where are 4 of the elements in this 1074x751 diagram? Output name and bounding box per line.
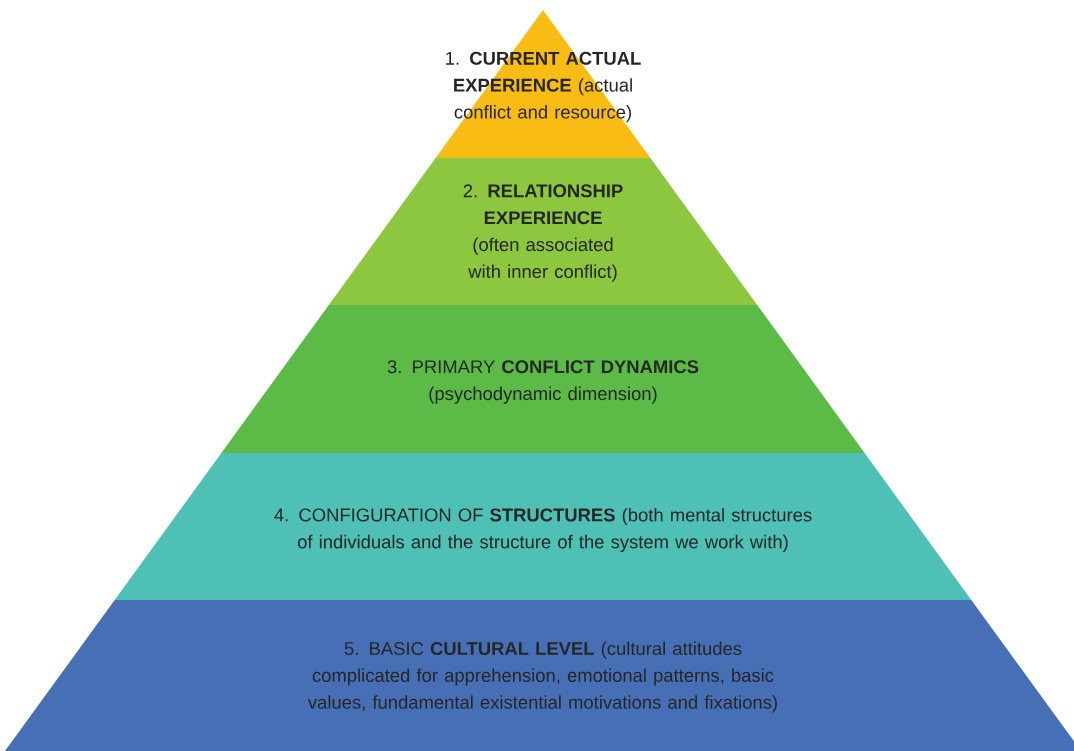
pyramid-level: 2. RELATIONSHIP EXPERIENCE (often associated with inner conflict) (328, 158, 758, 305)
pyramid-level: 5. BASIC CULTURAL LEVEL (cultural attitudes complicated for apprehension, emotional patterns, basic values, fundamental existential motivations and fixations) (5, 600, 1074, 751)
pyramid-level: 3. PRIMARY CONFLICT DYNAMICS (psychodynamic dimension) (221, 305, 865, 453)
pyramid-level: 4. CONFIGURATION OF STRUCTURES (both mental structures of individuals and the structure of the system we work with) (114, 453, 972, 600)
